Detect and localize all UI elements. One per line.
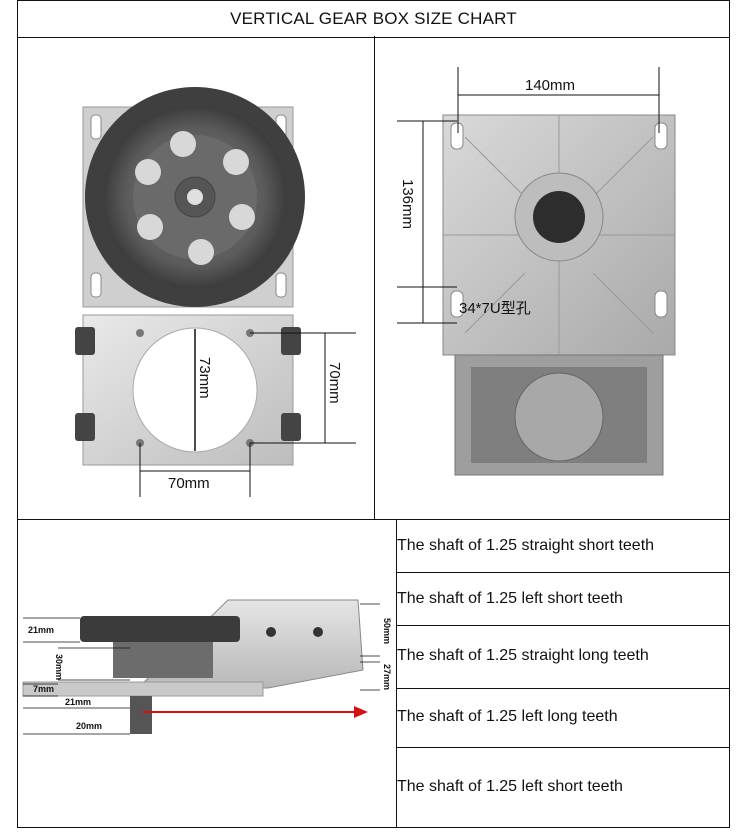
shaft-option-4: The shaft of 1.25 left long teeth xyxy=(397,708,618,725)
shaft-option-3: The shaft of 1.25 straight long teeth xyxy=(397,647,649,664)
row-divider-3 xyxy=(396,688,730,689)
divider-top-vertical xyxy=(374,36,375,519)
side-dim-2: 30mm xyxy=(54,654,64,680)
chart-title: VERTICAL GEAR BOX SIZE CHART xyxy=(18,1,729,38)
side-dim-7: 27mm xyxy=(382,664,392,690)
front-bottom-label: 70mm xyxy=(168,475,210,492)
back-width-label: 140mm xyxy=(525,77,575,94)
shaft-option-1: The shaft of 1.25 straight short teeth xyxy=(397,537,655,554)
pulley-gear xyxy=(80,616,240,642)
shaft-spec-label: 34*7U型孔 xyxy=(459,300,531,317)
output-shaft xyxy=(130,696,152,734)
side-dim-3: 7mm xyxy=(33,684,54,694)
row-divider-1 xyxy=(396,572,730,573)
front-side-label: 70mm xyxy=(326,362,343,404)
row-divider-4 xyxy=(396,747,730,748)
side-view-illustration: 21mm 30mm 7mm 21mm 20mm 50mm 27mm xyxy=(22,599,392,735)
row-divider-2 xyxy=(396,625,730,626)
side-dim-5: 20mm xyxy=(76,721,102,731)
shaft-option-5: The shaft of 1.25 left short teeth xyxy=(397,778,623,795)
shaft-option-2: The shaft of 1.25 left short teeth xyxy=(397,590,623,607)
size-chart-sheet: VERTICAL GEAR BOX SIZE CHART xyxy=(17,0,730,828)
divider-middle-horizontal xyxy=(17,519,730,520)
side-dim-1: 21mm xyxy=(28,625,54,635)
front-height-label: 73mm xyxy=(196,357,213,399)
front-view-illustration: 73mm 70mm 70mm xyxy=(75,87,356,497)
divider-bottom-vertical xyxy=(396,519,397,828)
back-height-label: 136mm xyxy=(399,179,416,229)
side-dim-6: 50mm xyxy=(382,618,392,644)
side-dim-4: 21mm xyxy=(65,697,91,707)
back-view-illustration: 140mm 136mm 34*7U型孔 xyxy=(397,67,676,476)
